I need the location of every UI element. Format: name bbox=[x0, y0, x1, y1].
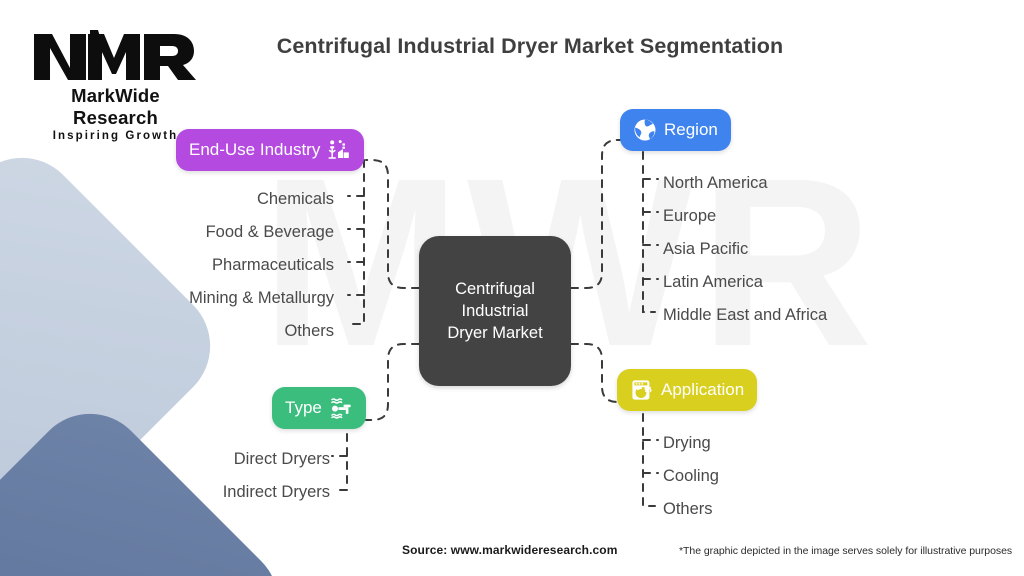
center-node-label: Centrifugal Industrial Dryer Market bbox=[447, 278, 542, 344]
leaf-list-type: Direct Dryers Indirect Dryers bbox=[0, 443, 330, 509]
industry-people-icon bbox=[327, 138, 351, 162]
branch-label-application: Application bbox=[661, 380, 745, 399]
brand-name: MarkWide Research bbox=[71, 85, 160, 128]
branch-badge-region[interactable]: Region bbox=[620, 109, 731, 151]
list-item: Asia Pacific bbox=[663, 240, 749, 258]
dryer-machine-icon bbox=[329, 396, 353, 420]
brand-tagline: Inspiring Growth bbox=[52, 130, 179, 142]
list-item: Middle East and Africa bbox=[663, 306, 828, 324]
page-title: Centrifugal Industrial Dryer Market Segm… bbox=[0, 34, 1024, 59]
connector-type-spine bbox=[335, 419, 348, 491]
center-line-3: Dryer Market bbox=[447, 324, 543, 342]
connector-app-spine bbox=[642, 413, 656, 507]
disclaimer-text: *The graphic depicted in the image serve… bbox=[679, 545, 1013, 557]
leaf-list-end-use-industry: Chemicals Food & Beverage Pharmaceutical… bbox=[0, 183, 334, 348]
branch-badge-end-use-industry[interactable]: End-Use Industry bbox=[176, 129, 365, 171]
connector-region bbox=[570, 139, 625, 289]
connector-enduse bbox=[365, 159, 420, 289]
connector-enduse-spine bbox=[351, 159, 365, 325]
list-item: Latin America bbox=[663, 273, 763, 291]
branch-label-type: Type bbox=[285, 398, 322, 417]
center-line-1: Centrifugal bbox=[455, 280, 535, 298]
list-item: Europe bbox=[663, 207, 717, 225]
list-item: Mining & Metallurgy bbox=[189, 289, 334, 307]
connector-application bbox=[570, 343, 625, 403]
logo-mark-icon bbox=[34, 30, 196, 80]
list-item: Others bbox=[284, 322, 334, 340]
leaf-list-region: North America Europe Asia Pacific Latin … bbox=[663, 167, 993, 332]
brand-logo: MarkWide Research Inspiring Growth bbox=[28, 28, 203, 142]
branch-badge-type[interactable]: Type bbox=[272, 387, 366, 429]
branch-badge-application[interactable]: Application bbox=[617, 369, 758, 411]
source-text: Source: www.markwideresearch.com bbox=[402, 543, 618, 557]
washer-dryer-icon bbox=[630, 378, 654, 402]
leaf-list-application: Drying Cooling Others bbox=[663, 427, 993, 526]
list-item: North America bbox=[663, 174, 768, 192]
globe-icon bbox=[633, 118, 657, 142]
branch-label-end-use-industry: End-Use Industry bbox=[189, 140, 321, 159]
connector-region-spine bbox=[642, 151, 656, 313]
page-title-text: Centrifugal Industrial Dryer Market Segm… bbox=[276, 34, 784, 58]
center-node: Centrifugal Industrial Dryer Market bbox=[419, 236, 571, 386]
list-item: Others bbox=[663, 500, 713, 518]
list-item: Direct Dryers bbox=[233, 450, 330, 468]
list-item: Pharmaceuticals bbox=[212, 256, 334, 274]
list-item: Food & Beverage bbox=[205, 223, 334, 241]
list-item: Indirect Dryers bbox=[222, 483, 330, 501]
branch-label-region: Region bbox=[664, 120, 718, 139]
list-item: Drying bbox=[663, 434, 711, 452]
list-item: Cooling bbox=[663, 467, 719, 485]
center-line-2: Industrial bbox=[461, 302, 529, 320]
list-item: Chemicals bbox=[256, 190, 334, 208]
connector-type bbox=[365, 343, 420, 421]
